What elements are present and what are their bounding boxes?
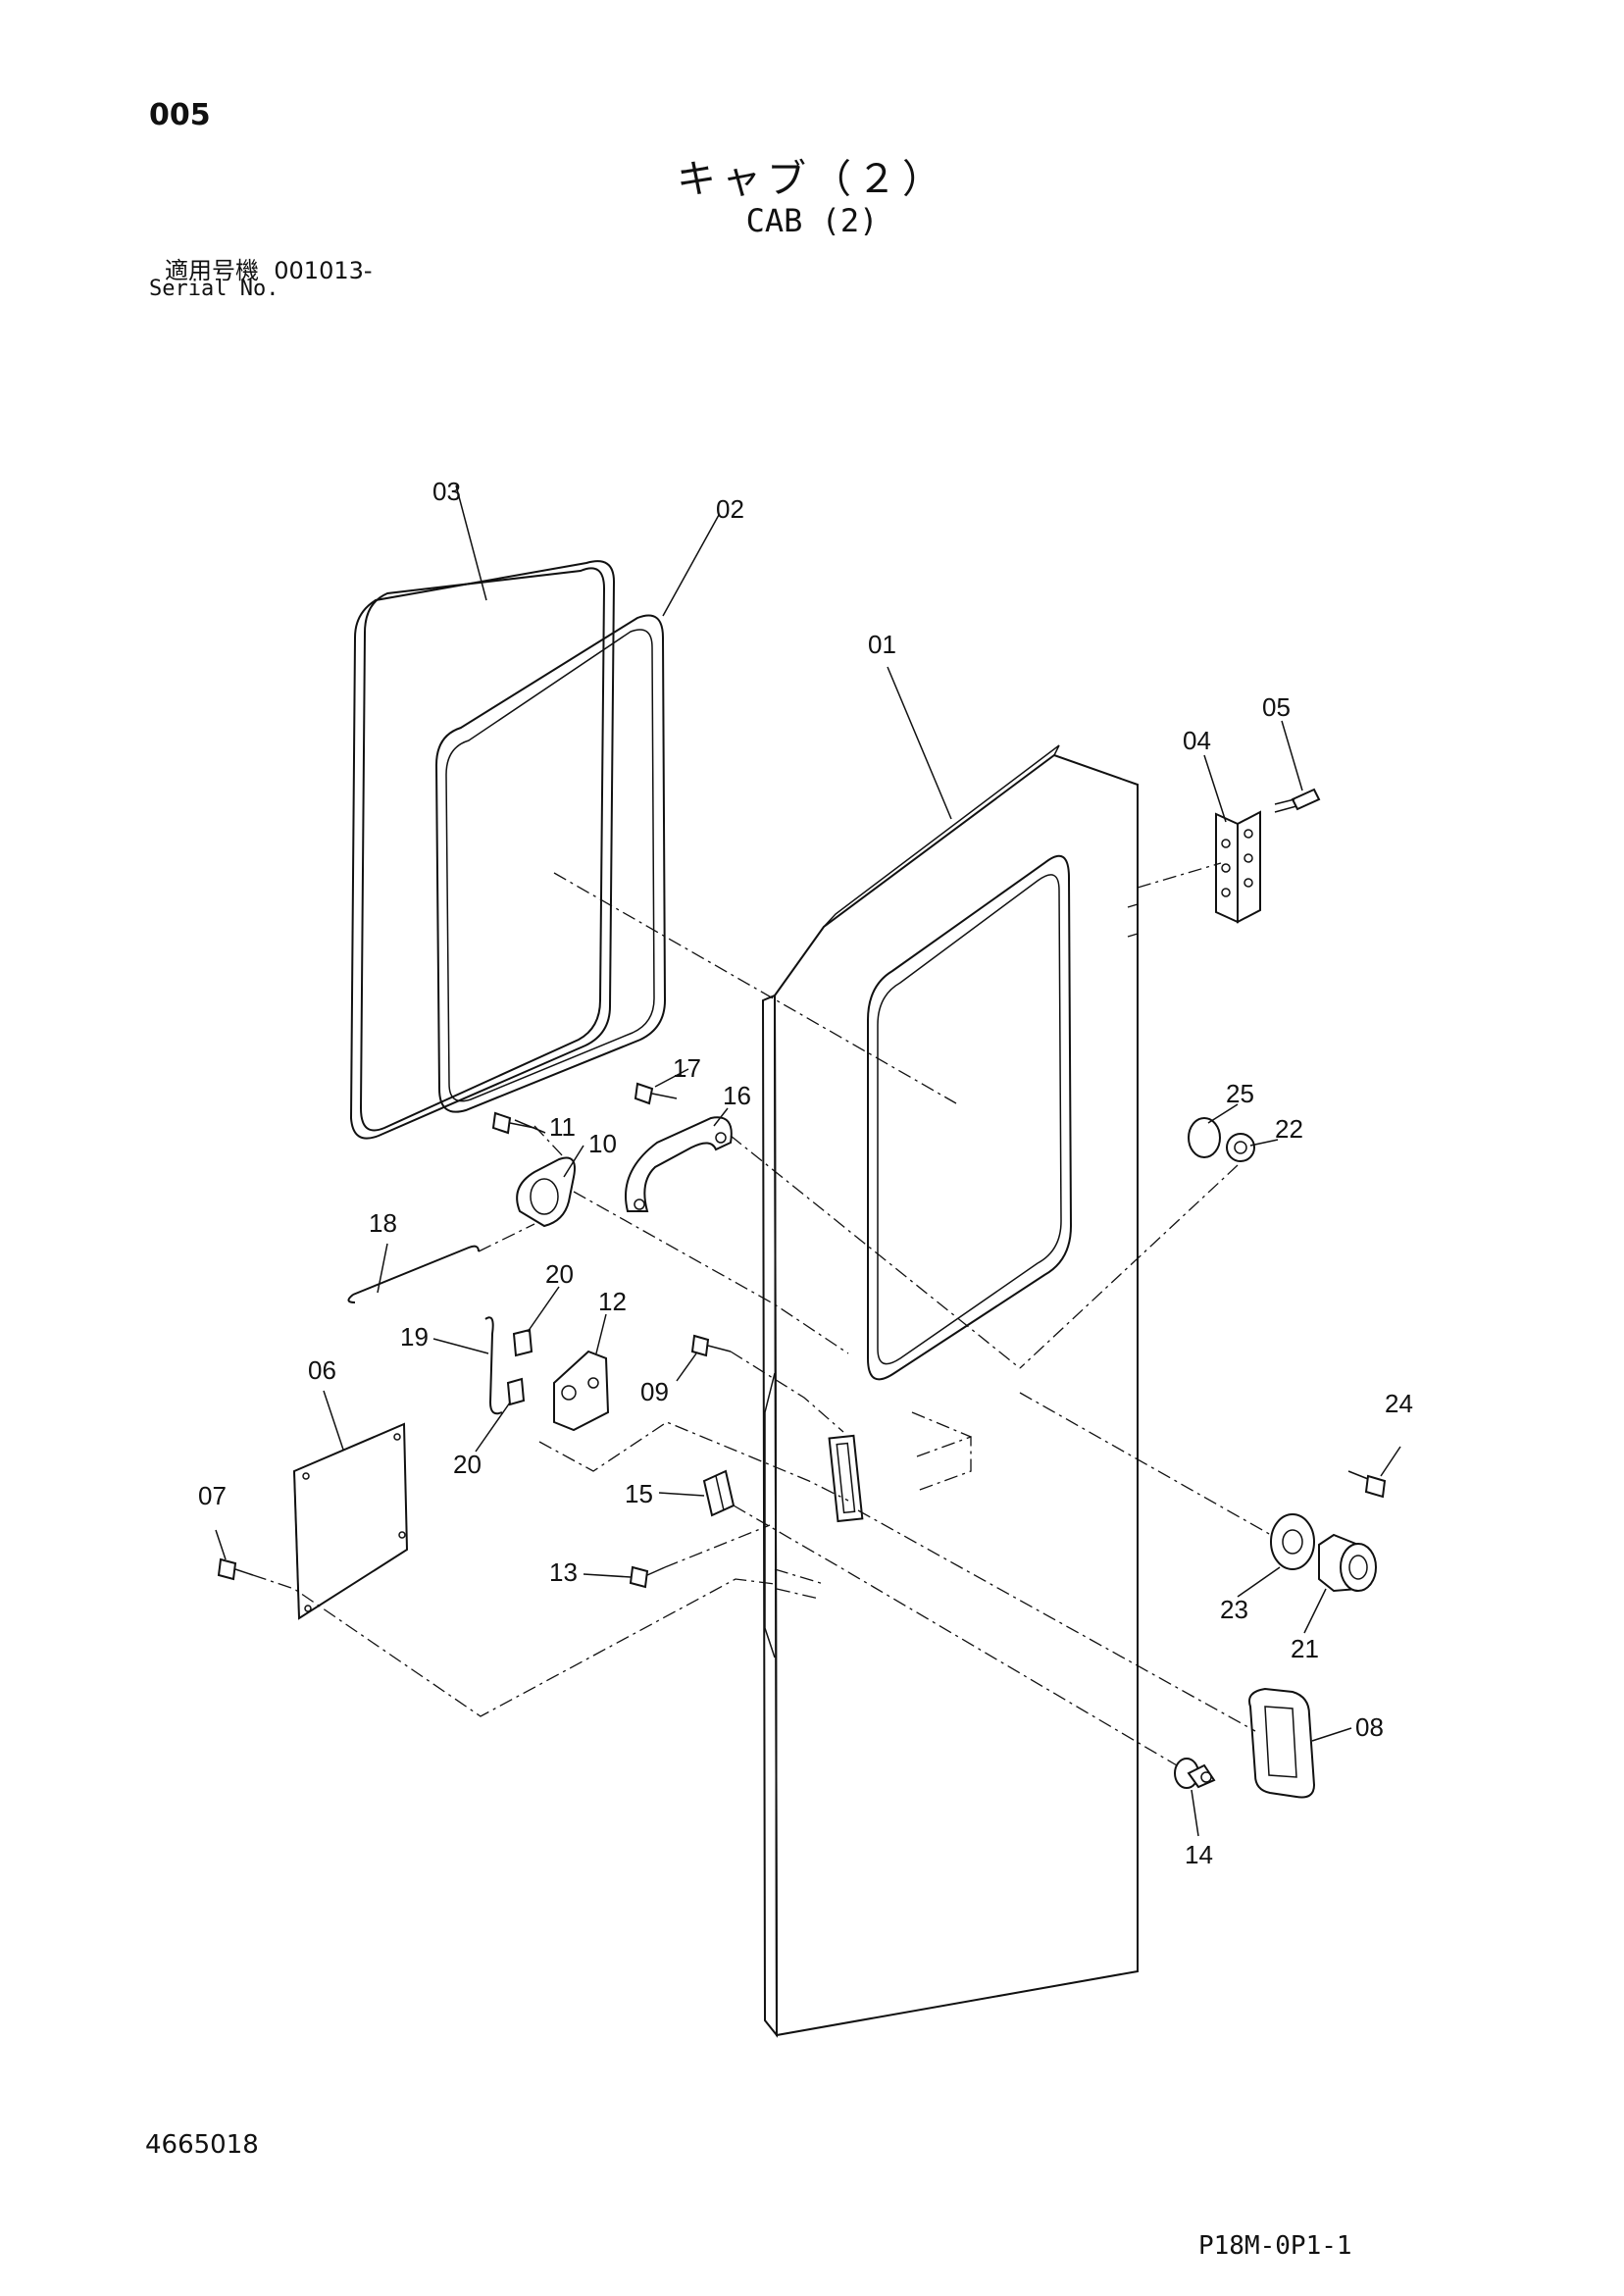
label-part-11: 11: [549, 1112, 576, 1142]
leader-lines: [215, 485, 1401, 1837]
label-part-07: 07: [198, 1481, 227, 1510]
label-part-20-upper: 20: [545, 1259, 574, 1289]
part-01-door: [761, 744, 1139, 2038]
part-03-weatherstrip: [349, 560, 616, 1140]
title-english: CAB (2): [745, 202, 879, 239]
label-part-02: 02: [716, 494, 744, 524]
label-part-24: 24: [1385, 1389, 1413, 1418]
label-part-17: 17: [673, 1053, 701, 1083]
part-02-glass: [434, 614, 667, 1113]
part-11-bolt: [491, 1111, 535, 1135]
label-part-16: 16: [723, 1081, 751, 1110]
serial-value: 001013-: [274, 257, 373, 284]
label-part-06: 06: [308, 1355, 336, 1385]
serial-label-jp: 適用号機: [165, 257, 259, 284]
label-part-21: 21: [1291, 1634, 1319, 1663]
label-part-13: 13: [549, 1557, 578, 1587]
page-code: P18M-0P1-1: [1198, 2231, 1352, 2261]
label-part-03: 03: [432, 477, 461, 506]
label-part-18: 18: [369, 1208, 397, 1238]
label-part-08: 08: [1355, 1712, 1384, 1742]
serial-line: 適用号機 001013-: [165, 251, 373, 285]
label-part-22: 22: [1275, 1114, 1303, 1144]
serial-label-en: Serial No.: [149, 277, 279, 301]
part-21-door-catch: [1318, 1533, 1377, 1593]
part-24-bolt: [1347, 1470, 1387, 1499]
part-05-bolt: [1274, 788, 1321, 813]
label-part-20-lower: 20: [453, 1450, 482, 1479]
part-14-key-cylinder: [1174, 1758, 1216, 1789]
label-part-19: 19: [400, 1322, 429, 1352]
part-20-clip-upper: [512, 1328, 533, 1357]
label-part-01: 01: [868, 630, 896, 659]
part-07-bolt: [217, 1557, 254, 1581]
label-part-09: 09: [640, 1377, 669, 1406]
label-part-23: 23: [1220, 1595, 1248, 1624]
part-13-bolt: [629, 1565, 666, 1589]
label-part-25: 25: [1226, 1079, 1254, 1108]
label-part-12: 12: [598, 1287, 627, 1316]
part-19-rod: [484, 1316, 503, 1415]
label-part-05: 05: [1262, 692, 1291, 722]
part-20-clip-lower: [506, 1377, 526, 1406]
part-22-nut: [1226, 1133, 1255, 1162]
part-15-striker: [702, 1469, 736, 1517]
part-17-bolt: [634, 1082, 678, 1105]
part-18-rod: [347, 1245, 480, 1303]
title-japanese: キャブ（２）: [677, 157, 947, 202]
label-part-04: 04: [1183, 726, 1211, 755]
page-number: 005: [149, 98, 211, 132]
label-part-10: 10: [588, 1129, 617, 1158]
part-06-cover-plate: [292, 1422, 409, 1620]
part-12-lock: [553, 1350, 610, 1432]
part-08-handle-grip: [1248, 1687, 1316, 1799]
part-25-o-ring: [1188, 1117, 1221, 1158]
assembly-lines: [252, 862, 1272, 1766]
part-04-hinge: [1215, 810, 1261, 924]
part-16-grip-handle: [625, 1116, 733, 1212]
drawing-number: 4665018: [145, 2130, 259, 2160]
label-part-15: 15: [625, 1479, 653, 1508]
part-23-plate: [1270, 1513, 1315, 1570]
label-part-14: 14: [1185, 1840, 1213, 1869]
part-09-bolt: [690, 1334, 732, 1357]
part-10-inner-handle: [516, 1156, 576, 1228]
